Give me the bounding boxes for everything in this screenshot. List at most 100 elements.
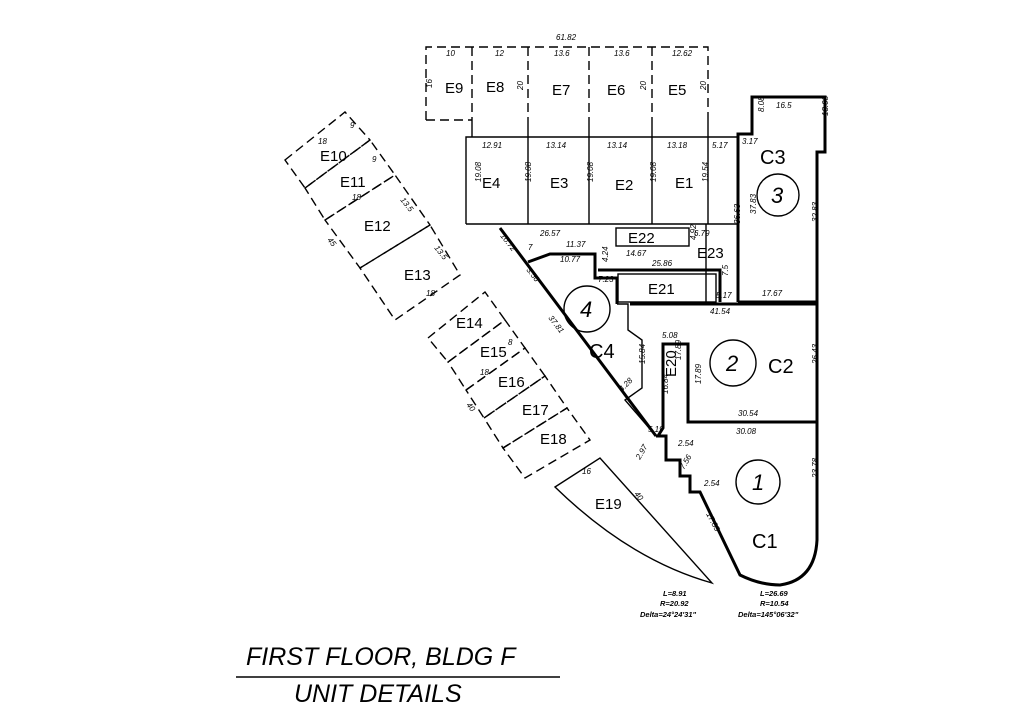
dim-c2-east: 26.43 <box>811 343 820 365</box>
title-line-1: FIRST FLOOR, BLDG F <box>246 643 517 671</box>
dim-c4-e: 7.23 <box>598 275 614 284</box>
dim-e10-a: 18 <box>318 137 327 146</box>
dim-c1-c: 2.54 <box>703 479 720 488</box>
dim-e13-b: 18 <box>426 289 435 298</box>
unit-label-e18: E18 <box>540 431 567 448</box>
curve-left-radius: R=20.92 <box>660 599 689 608</box>
mid-units <box>598 224 722 303</box>
unit-label-e19: E19 <box>595 496 622 513</box>
dim-c3-left: 8.08 <box>757 96 766 112</box>
unit-label-e6: E6 <box>607 82 625 99</box>
dim-top-total: 61.82 <box>556 33 577 42</box>
dim-e19-top: 16 <box>582 467 591 476</box>
unit-label-e16: E16 <box>498 374 525 391</box>
number-4: 4 <box>580 297 592 322</box>
dim-e11-a: 9 <box>372 155 377 164</box>
number-3: 3 <box>771 183 784 208</box>
dim-e17-side: 40 <box>464 401 477 414</box>
unit-e19-outline <box>553 457 715 585</box>
dim-e22-h: 4.92 <box>689 224 698 240</box>
unit-c4-outline <box>498 227 658 437</box>
dim-c1-top: 30.08 <box>736 427 757 436</box>
unit-label-e12: E12 <box>364 218 391 235</box>
unit-label-e10: E10 <box>320 148 347 165</box>
dim-e20-b: 5.19 <box>648 425 664 434</box>
unit-label-e8: E8 <box>486 79 504 96</box>
dim-c1-east: 23.78 <box>811 457 820 479</box>
unit-label-e15: E15 <box>480 344 507 361</box>
unit-label-e22: E22 <box>628 230 655 247</box>
dim-e5-w: 12.62 <box>672 49 693 58</box>
unit-label-e14: E14 <box>456 315 483 332</box>
dim-e1-d: 19.08 <box>649 161 658 182</box>
second-row-units <box>465 136 738 225</box>
dim-e20-rr: 17.89 <box>694 363 703 384</box>
dim-e1-w: 13.18 <box>667 141 688 150</box>
unit-c1-outline <box>656 422 819 587</box>
unit-label-e2: E2 <box>615 177 633 194</box>
unit-label-e5: E5 <box>668 82 686 99</box>
dim-c3-inner: 37.83 <box>749 193 758 214</box>
number-circle-4 <box>563 285 611 333</box>
unit-label-c3: C3 <box>760 147 786 169</box>
left-dashed-units-upper <box>284 111 461 321</box>
dim-e20-top: 5.08 <box>662 331 678 340</box>
dim-e23-v: 36.63 <box>733 203 742 224</box>
unit-label-e23: E23 <box>697 245 724 262</box>
dim-e2-d: 19.08 <box>586 161 595 182</box>
unit-label-e9: E9 <box>445 80 463 97</box>
dim-e12-side: 45 <box>325 236 338 249</box>
dim-e4-w: 12.91 <box>482 141 502 150</box>
dim-e23-h: 7.5 <box>721 264 730 276</box>
dim-e1-side: 5.17 <box>712 141 728 150</box>
unit-label-e11: E11 <box>340 174 366 191</box>
dim-e1-d2: 19.54 <box>701 161 710 182</box>
curve-data-right: L=26.69 R=10.54 Delta=145°06'32" <box>738 589 799 619</box>
dim-row-a: 26.57 <box>539 229 561 238</box>
dim-c2-top: 41.54 <box>710 307 731 316</box>
dim-c4-h: 15.84 <box>638 343 647 364</box>
dim-c1-a: 2.54 <box>677 439 694 448</box>
dim-e7-w: 13.6 <box>554 49 570 58</box>
dim-c4-g: 7 <box>528 243 533 252</box>
dim-e2-w: 13.14 <box>607 141 628 150</box>
dim-e19-side: 40 <box>632 490 645 503</box>
curve-left-length: L=8.91 <box>663 589 687 598</box>
dim-e8-w: 12 <box>495 49 504 58</box>
number-circle-2 <box>709 339 757 387</box>
curve-left-delta: Delta=24°24'31" <box>640 610 697 619</box>
unit-label-c2: C2 <box>768 356 794 378</box>
dim-e20-r: 17.89 <box>674 339 683 360</box>
dim-e21-w: 25.86 <box>651 259 673 268</box>
dim-c1-d: 2.97 <box>633 443 649 462</box>
dim-e11-b: 18 <box>352 193 361 202</box>
unit-label-e7: E7 <box>552 82 570 99</box>
dim-c3-step: 3.17 <box>742 137 758 146</box>
dim-c3-top: 16.5 <box>776 101 792 110</box>
dim-e5-d: 20 <box>699 81 708 91</box>
top-row-units <box>425 46 709 137</box>
dim-c4-b: 11.37 <box>566 240 586 249</box>
dim-e9-w: 10 <box>446 49 455 58</box>
dim-e10-b: 9 <box>350 121 355 130</box>
unit-label-c1: C1 <box>752 531 778 553</box>
dim-e3-w: 13.14 <box>546 141 567 150</box>
number-circle-1 <box>735 459 781 505</box>
dim-c4-c: 10.77 <box>560 255 581 264</box>
number-circle-3 <box>756 173 800 217</box>
unit-label-e3: E3 <box>550 175 568 192</box>
dim-e22-w: 14.67 <box>626 249 647 258</box>
dim-e8-d: 20 <box>516 81 525 91</box>
dim-c4-diag: 37.81 <box>546 314 565 335</box>
dim-e15-a: 8 <box>508 338 513 347</box>
unit-label-e4: E4 <box>482 175 500 192</box>
number-1: 1 <box>752 470 764 495</box>
unit-label-e20: E20 <box>663 350 680 377</box>
curve-data-left: L=8.91 R=20.92 Delta=24°24'31" <box>640 589 697 619</box>
dim-c3-right: 13.08 <box>821 95 830 116</box>
unit-label-e1: E1 <box>675 175 693 192</box>
title-line-2: UNIT DETAILS <box>294 680 462 708</box>
dim-e20-l: 16.84 <box>661 373 670 394</box>
unit-label-e17: E17 <box>522 402 549 419</box>
